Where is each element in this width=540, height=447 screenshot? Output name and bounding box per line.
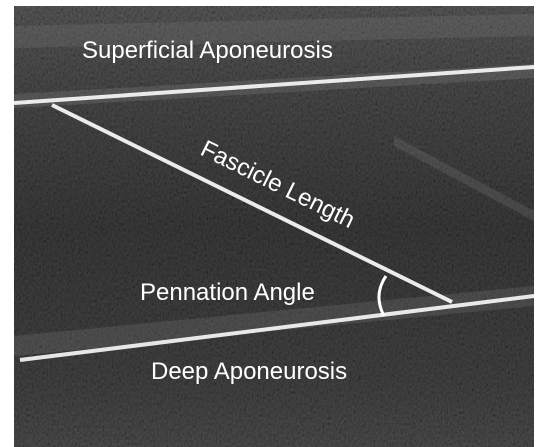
superficial-aponeurosis-label: Superficial Aponeurosis xyxy=(82,37,333,64)
pennation-angle-label: Pennation Angle xyxy=(140,279,315,306)
ultrasound-overlay: Superficial Aponeurosis Fascicle Length … xyxy=(14,6,534,447)
deep-aponeurosis-label: Deep Aponeurosis xyxy=(151,358,347,385)
ultrasound-image: Superficial Aponeurosis Fascicle Length … xyxy=(14,6,534,447)
